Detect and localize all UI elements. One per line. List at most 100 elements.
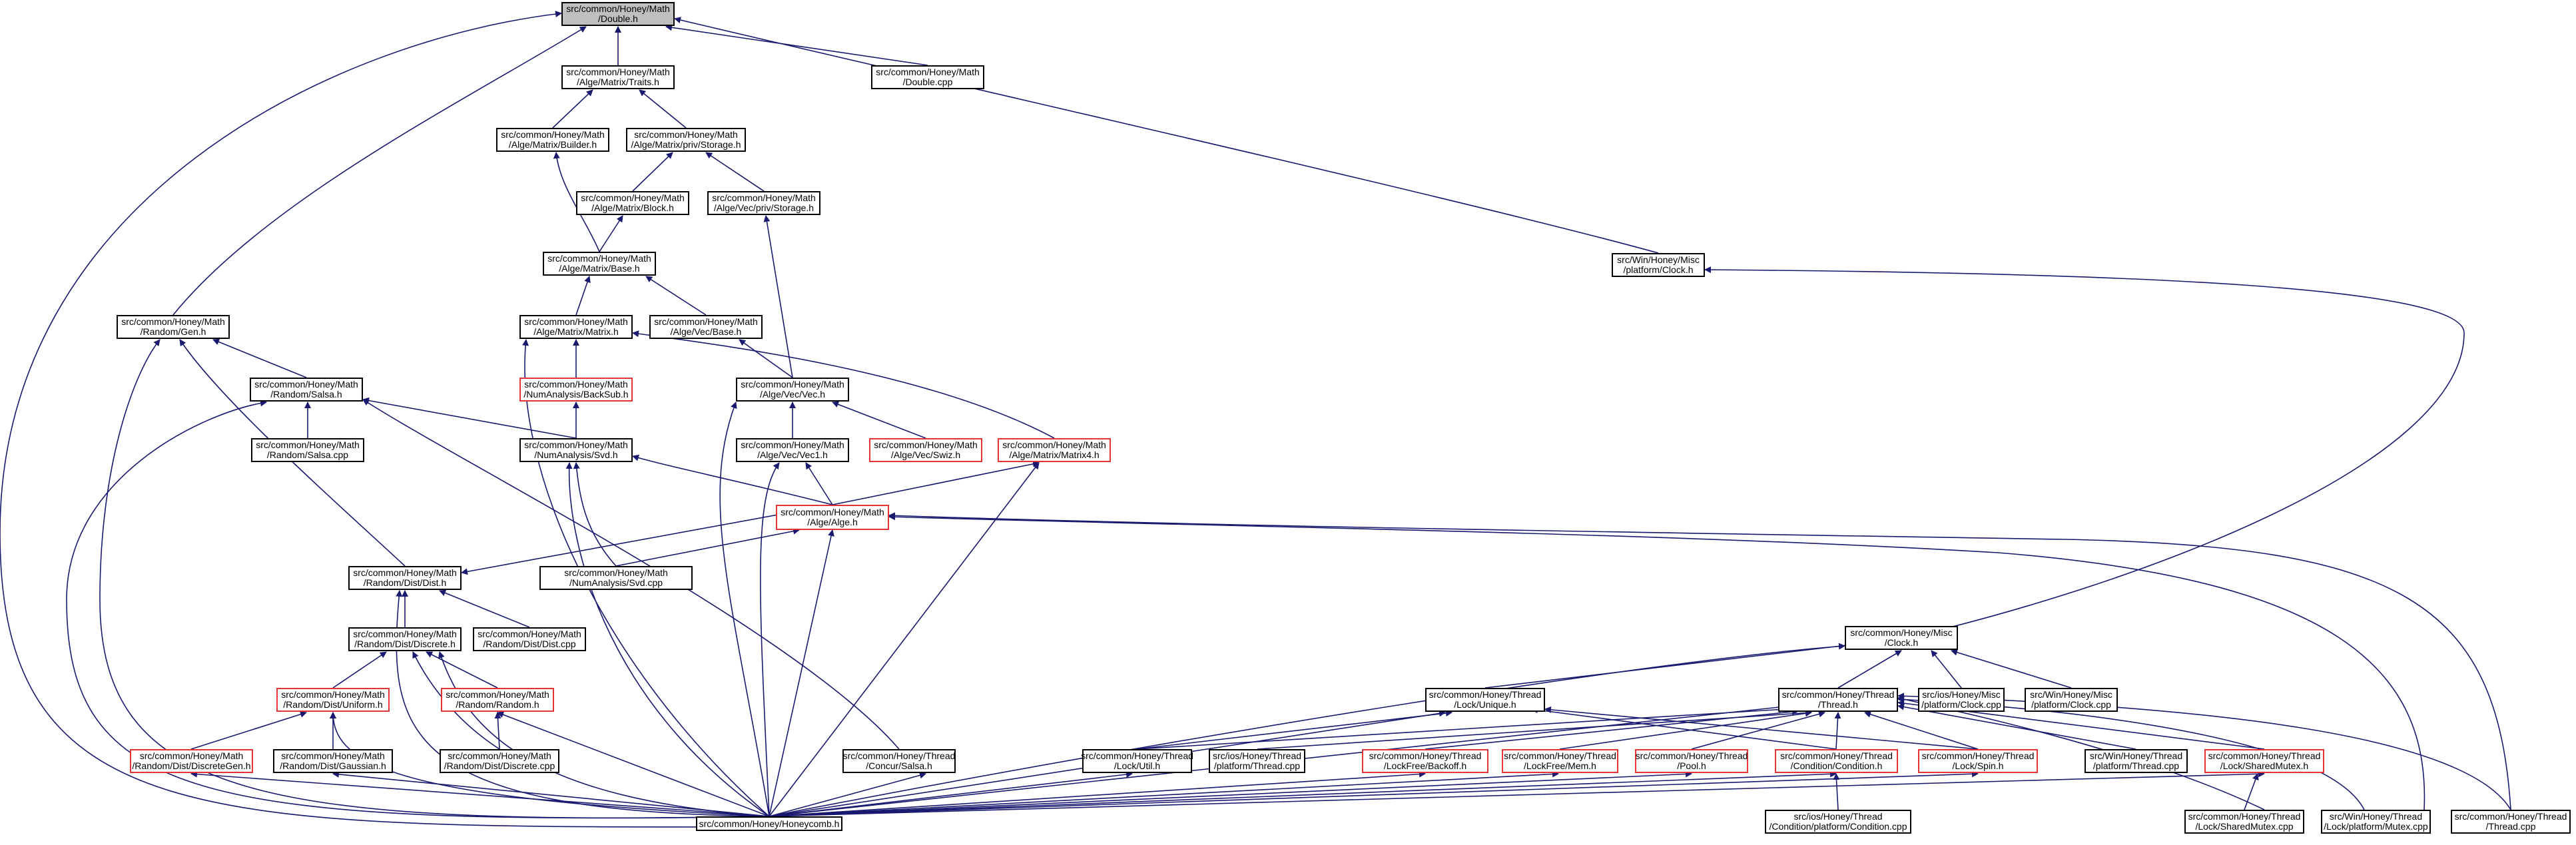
node-vec-h[interactable]: src/common/Honey/Math/Alge/Vec/Vec.h xyxy=(736,378,849,402)
node-condition-h[interactable]: src/common/Honey/Thread/Condition/Condit… xyxy=(1775,749,1898,773)
node-label-line2: /NumAnalysis/Svd.h xyxy=(534,449,618,460)
node-unique-h[interactable]: src/common/Honey/Thread/Lock/Unique.h xyxy=(1425,688,1545,712)
node-label-line2: /LockFree/Backoff.h xyxy=(1383,760,1467,771)
node-svd-h[interactable]: src/common/Honey/Math/NumAnalysis/Svd.h xyxy=(519,438,633,462)
edge-svdcpp-alge xyxy=(615,527,800,567)
node-thread-cpp[interactable]: src/common/Honey/Thread/Thread.cpp xyxy=(2451,810,2571,834)
edge-mstorage-traits xyxy=(639,89,687,129)
edge-unique-clock xyxy=(1484,641,1859,689)
edge-sharedmutexcpp-sharedmutex xyxy=(2244,773,2259,810)
node-win-clock-cpp[interactable]: src/Win/Honey/Misc/platform/Clock.cpp xyxy=(2025,688,2118,712)
node-concur-salsa-h[interactable]: src/common/Honey/Thread/Concur/Salsa.h xyxy=(842,749,956,773)
edge-alge-vec1 xyxy=(805,462,833,505)
edge-honeycomb-util xyxy=(769,771,1133,817)
node-label-line2: /Lock/SharedMutex.h xyxy=(2220,760,2309,771)
node-alge-h[interactable]: src/common/Honey/Math/Alge/Alge.h xyxy=(776,505,889,530)
node-label-line1: src/common/Honey/Thread xyxy=(1781,689,1895,700)
edge-iosthread-thread xyxy=(1257,709,1812,750)
node-label-line1: src/ios/Honey/Misc xyxy=(1922,689,2001,700)
node-win-mutex-cpp[interactable]: src/Win/Honey/Thread/Lock/platform/Mutex… xyxy=(2321,810,2431,834)
edge-honeycomb-vec xyxy=(719,402,770,817)
node-dist-h[interactable]: src/common/Honey/Math/Random/Dist/Dist.h xyxy=(348,566,462,590)
node-spin-h[interactable]: src/common/Honey/Thread/Lock/Spin.h xyxy=(1918,749,2038,773)
node-label-line2: /NumAnalysis/Svd.cpp xyxy=(569,577,663,588)
node-discrete-cpp[interactable]: src/common/Honey/Math/Random/Dist/Discre… xyxy=(440,749,559,773)
node-ios-thread-cpp[interactable]: src/ios/Honey/Thread/platform/Thread.cpp xyxy=(1209,749,1305,773)
edge-winthread-thread xyxy=(1897,703,2136,750)
node-vec1-h[interactable]: src/common/Honey/Math/Alge/Vec/Vec1.h xyxy=(736,438,849,462)
node-svd-cpp[interactable]: src/common/Honey/Math/NumAnalysis/Svd.cp… xyxy=(539,566,693,590)
node-random-h[interactable]: src/common/Honey/Math/Random/Random.h xyxy=(441,688,554,712)
node-clock-h[interactable]: src/common/Honey/Misc/Clock.h xyxy=(1845,626,1958,650)
edge-honeycomb-discretegen xyxy=(190,770,770,817)
node-win-thread-cpp[interactable]: src/Win/Honey/Thread/platform/Thread.cpp xyxy=(2085,749,2188,773)
node-block-h[interactable]: src/common/Honey/Math/Alge/Matrix/Block.… xyxy=(576,191,689,215)
edge-honeycomb-condition xyxy=(769,770,1837,817)
node-mem-h[interactable]: src/common/Honey/Thread/LockFree/Mem.h xyxy=(1502,749,1618,773)
edge-honeycomb-clock xyxy=(769,643,1845,817)
node-vec-priv-storage-h[interactable]: src/common/Honey/Math/Alge/Vec/priv/Stor… xyxy=(707,191,820,215)
node-backsub-h[interactable]: src/common/Honey/Math/NumAnalysis/BackSu… xyxy=(519,378,633,402)
edge-honeycomb-pool xyxy=(769,770,1692,817)
node-vec-base-h[interactable]: src/common/Honey/Math/Alge/Vec/Base.h xyxy=(649,315,763,339)
edge-honeycomb-alge xyxy=(769,529,834,817)
node-util-h[interactable]: src/common/Honey/Thread/Lock/Util.h xyxy=(1081,749,1193,773)
node-dist-cpp[interactable]: src/common/Honey/Math/Random/Dist/Dist.c… xyxy=(473,627,586,651)
node-label-line2: /Alge/Vec/Swiz.h xyxy=(890,449,961,460)
edge-util-unique xyxy=(1136,710,1452,750)
node-sharedmutex-cpp[interactable]: src/common/Honey/Thread/Lock/SharedMutex… xyxy=(2184,810,2304,834)
edge-util-thread xyxy=(1136,706,1785,750)
node-honeycomb-h[interactable]: src/common/Honey/Honeycomb.h xyxy=(696,816,842,831)
node-label-line1: src/common/Honey/Math xyxy=(547,253,651,264)
node-label-line2: /Clock.h xyxy=(1884,637,1919,648)
node-label-line1: src/common/Honey/Thread xyxy=(1504,750,1616,761)
node-matrix-base-h[interactable]: src/common/Honey/Math/Alge/Matrix/Base.h xyxy=(543,252,656,276)
node-traits-h[interactable]: src/common/Honey/Math/Alge/Matrix/Traits… xyxy=(561,65,675,89)
edge-condition-unique xyxy=(1531,706,1837,750)
node-ios-condition-cpp[interactable]: src/ios/Honey/Thread/Condition/platform/… xyxy=(1765,810,1911,834)
node-matrix-priv-storage-h[interactable]: src/common/Honey/Math/Alge/Matrix/priv/S… xyxy=(626,128,746,152)
node-builder-h[interactable]: src/common/Honey/Math/Alge/Matrix/Builde… xyxy=(496,128,609,152)
node-label-line1: src/common/Honey/Math xyxy=(524,439,628,450)
edge-honeycomb-discrete xyxy=(438,651,770,817)
node-label-line2: /Thread.h xyxy=(1818,699,1858,710)
node-uniform-h[interactable]: src/common/Honey/Math/Random/Dist/Unifor… xyxy=(276,688,390,712)
node-label-line1: src/common/Honey/Misc xyxy=(1850,627,1953,638)
node-label-line1: src/common/Honey/Thread xyxy=(1081,750,1193,761)
node-label-line1: src/common/Honey/Math xyxy=(254,379,358,390)
node-discretegen-h[interactable]: src/common/Honey/Math/Random/Dist/Discre… xyxy=(130,749,253,773)
node-backoff-h[interactable]: src/common/Honey/Thread/LockFree/Backoff… xyxy=(1362,749,1488,773)
node-double-h[interactable]: src/common/Honey/Math/Double.h xyxy=(561,2,675,26)
edge-block-mstorage xyxy=(632,152,673,192)
node-label-line2: /Lock/platform/Mutex.cpp xyxy=(2324,821,2428,832)
edge-winmutex-alge xyxy=(888,513,2425,810)
node-label-line2: /LockFree/Mem.h xyxy=(1524,760,1596,771)
node-swiz-h[interactable]: src/common/Honey/Math/Alge/Vec/Swiz.h xyxy=(869,438,982,462)
node-matrix4-h[interactable]: src/common/Honey/Math/Alge/Matrix/Matrix… xyxy=(998,438,1111,462)
node-label-line2: /platform/Clock.cpp xyxy=(1921,699,2001,710)
node-discrete-h[interactable]: src/common/Honey/Math/Random/Dist/Discre… xyxy=(348,627,462,651)
node-label-line1: src/common/Honey/Math xyxy=(281,750,385,761)
node-salsa-cpp[interactable]: src/common/Honey/Math/Random/Salsa.cpp xyxy=(251,438,364,462)
node-gen-h[interactable]: src/common/Honey/Math/Random/Gen.h xyxy=(117,315,230,339)
node-label-line1: src/common/Honey/Thread xyxy=(1369,750,1482,761)
node-sharedmutex-h[interactable]: src/common/Honey/Thread/Lock/SharedMutex… xyxy=(2204,749,2324,773)
edge-honeycomb-random xyxy=(497,711,770,817)
node-salsa-h[interactable]: src/common/Honey/Math/Random/Salsa.h xyxy=(250,378,363,402)
node-label-line2: /Random/Salsa.cpp xyxy=(266,449,349,460)
node-win-clock-h[interactable]: src/Win/Honey/Misc/platform/Clock.h xyxy=(1612,253,1705,277)
node-matrix-h[interactable]: src/common/Honey/Math/Alge/Matrix/Matrix… xyxy=(519,315,633,339)
node-label-line1: src/common/Honey/Math xyxy=(564,567,668,578)
node-label-line1: src/common/Honey/Math xyxy=(781,507,884,517)
node-label-line1: src/common/Honey/Math xyxy=(353,629,457,639)
node-label-line1: src/common/Honey/Math xyxy=(741,439,844,450)
node-gaussian-h[interactable]: src/common/Honey/Math/Random/Dist/Gaussi… xyxy=(273,749,393,773)
node-ios-clock-cpp[interactable]: src/ios/Honey/Misc/platform/Clock.cpp xyxy=(1918,688,2005,712)
node-double-cpp[interactable]: src/common/Honey/Math/Double.cpp xyxy=(871,65,984,89)
edge-spin-thread xyxy=(1864,711,1979,750)
node-pool-h[interactable]: src/common/Honey/Thread/Pool.h xyxy=(1635,749,1748,773)
node-thread-h[interactable]: src/common/Honey/Thread/Thread.h xyxy=(1778,688,1898,712)
node-label-line2: /Lock/Unique.h xyxy=(1454,699,1516,710)
